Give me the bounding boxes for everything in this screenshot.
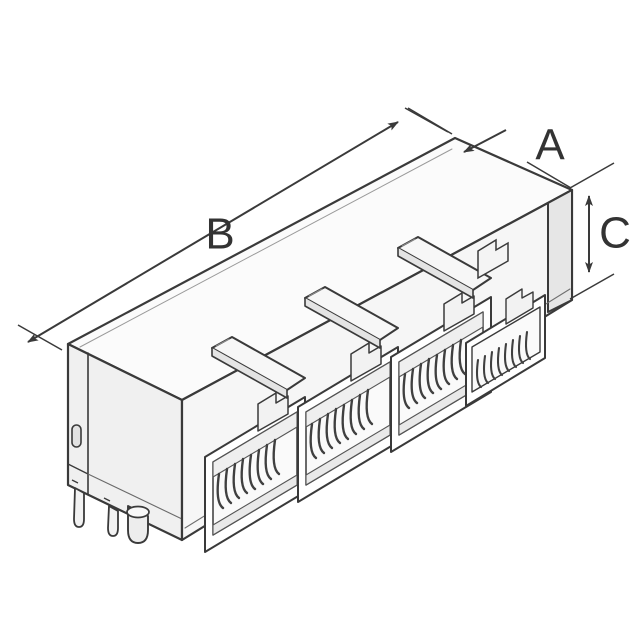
port-3-key-notch — [443, 292, 475, 332]
port-1-key-notch — [257, 392, 289, 432]
dimension-label-A: A — [535, 121, 565, 170]
rj45-port-3[interactable] — [390, 236, 492, 453]
dimension-label-C: C — [599, 209, 631, 258]
dim-A-ext-left — [407, 107, 453, 135]
rj45-port-4[interactable] — [465, 288, 546, 407]
port-3-upper-shelf — [398, 311, 484, 378]
dimension-C — [569, 162, 615, 300]
port-2-contacts — [309, 388, 374, 460]
rj45-port-1[interactable] — [204, 336, 306, 553]
dimension-A — [407, 107, 572, 189]
dimension-label-B: B — [205, 210, 234, 259]
dim-B-line — [27, 121, 399, 343]
dim-A-ext-right — [526, 161, 572, 189]
dim-C-ext-top — [569, 162, 615, 189]
housing-right-end-face — [547, 189, 573, 313]
dim-A-line — [463, 129, 507, 153]
board-post-2 — [107, 505, 119, 537]
mounting-boss-top — [126, 505, 150, 519]
port-3-contacts — [402, 338, 467, 410]
port-2-key-notch — [350, 342, 382, 382]
port-4-key-notch — [505, 288, 534, 325]
port-3-latch-tab — [397, 236, 492, 299]
port-4-contacts — [475, 330, 532, 389]
left-panel-slot — [71, 424, 82, 448]
port-group — [204, 236, 546, 553]
port-1-contacts — [216, 438, 281, 510]
board-post-1 — [73, 487, 85, 528]
dim-C-ext-bottom — [569, 273, 615, 300]
right-end-port-detail — [477, 238, 509, 280]
mounting-pegs — [71, 479, 150, 544]
